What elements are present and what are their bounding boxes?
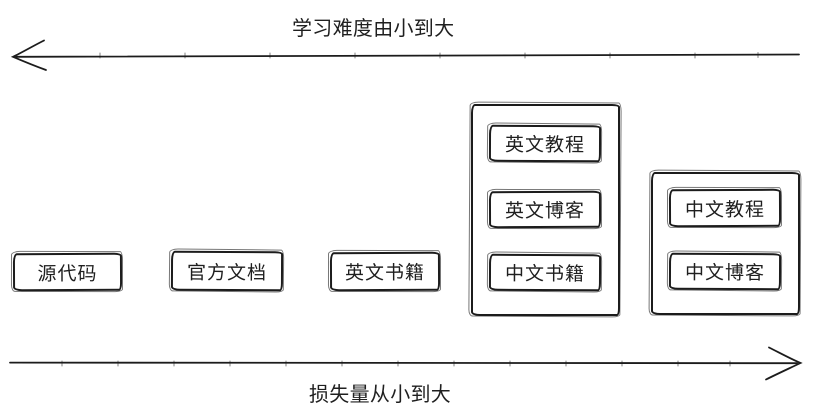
- box-english-blogs: 英文博客: [488, 190, 602, 229]
- box-label: 英文书籍: [344, 262, 426, 285]
- group-box-middle: 英文教程 英文博客 中文书籍: [471, 104, 620, 316]
- box-label: 中文书籍: [504, 263, 586, 286]
- box-label: 英文博客: [504, 200, 586, 223]
- loss-axis-arrow-right: [9, 346, 803, 381]
- box-chinese-books: 中文书籍: [488, 253, 602, 292]
- box-label: 中文博客: [684, 262, 766, 285]
- box-chinese-tutorials: 中文教程: [668, 188, 782, 228]
- box-source-code: 源代码: [12, 252, 123, 292]
- box-english-tutorials: 英文教程: [488, 124, 602, 163]
- difficulty-axis-label: 学习难度由小到大: [292, 18, 455, 40]
- group-box-right: 中文教程 中文博客: [651, 172, 800, 315]
- box-official-docs: 官方文档: [170, 250, 284, 292]
- box-label: 官方文档: [186, 262, 268, 284]
- box-english-books: 英文书籍: [329, 251, 441, 292]
- box-label: 源代码: [37, 263, 98, 285]
- box-label: 英文教程: [504, 134, 586, 157]
- box-label: 中文教程: [684, 199, 766, 221]
- difficulty-axis-arrow-left: [10, 39, 800, 71]
- loss-axis-label: 损失量从小到大: [309, 384, 452, 406]
- box-chinese-blogs: 中文博客: [668, 252, 782, 291]
